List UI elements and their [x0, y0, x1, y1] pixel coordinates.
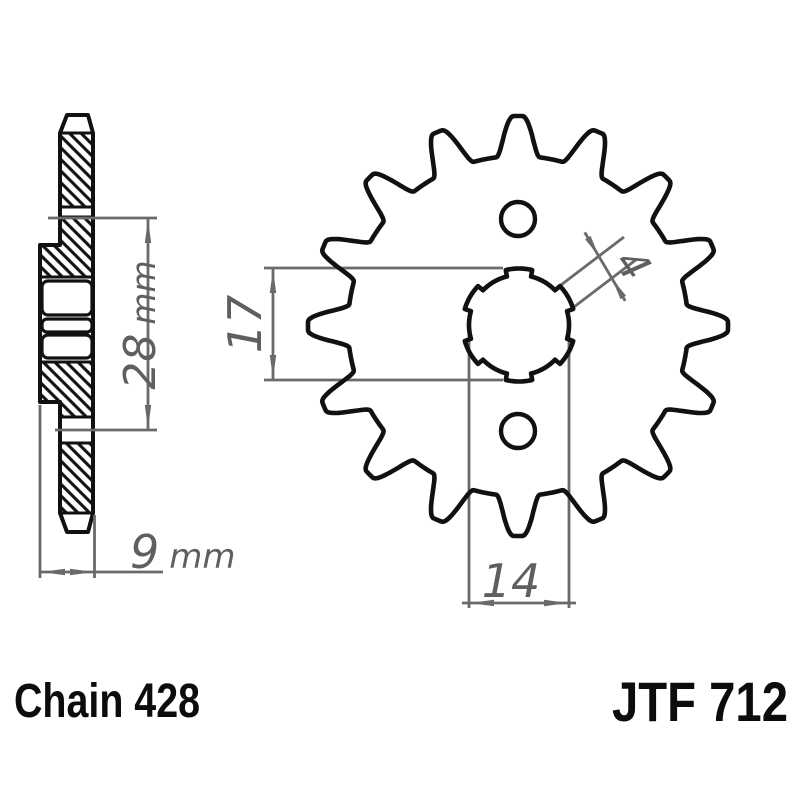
arrow-9-right — [70, 568, 94, 576]
hatch-region-lower-hub — [40, 362, 93, 417]
arrow-9-left — [41, 568, 65, 576]
dim-14-label: 14 — [482, 554, 541, 608]
arrow-4-upper — [585, 235, 599, 257]
arrow-17-top — [269, 269, 277, 293]
spline-bore-outline — [462, 266, 576, 384]
arrow-14-right — [544, 599, 568, 607]
side-view — [38, 113, 95, 534]
arrow-14-left — [470, 599, 494, 607]
arrow-17-bottom — [269, 355, 277, 379]
dimension-arrows — [41, 219, 626, 607]
hatch-region-upper-plate — [60, 133, 93, 207]
bolt-hole-bottom — [498, 411, 538, 451]
arrow-28-bottom — [144, 405, 152, 429]
chain-spec-label: Chain 428 — [14, 675, 200, 728]
dim-17-label: 17 — [218, 295, 272, 354]
hatch-region-lower-plate — [60, 443, 93, 513]
side-view-bore-bands — [40, 279, 94, 360]
dim-28mm-label: 28mm — [115, 260, 166, 389]
hatch-region-upper-hub — [40, 217, 93, 277]
part-number-label: JTF 712 — [612, 670, 788, 733]
arrow-28-top — [144, 219, 152, 243]
front-view — [305, 113, 731, 539]
arrow-4-lower — [612, 278, 626, 300]
bolt-hole-top — [498, 199, 538, 239]
sprocket-outline — [305, 113, 731, 539]
